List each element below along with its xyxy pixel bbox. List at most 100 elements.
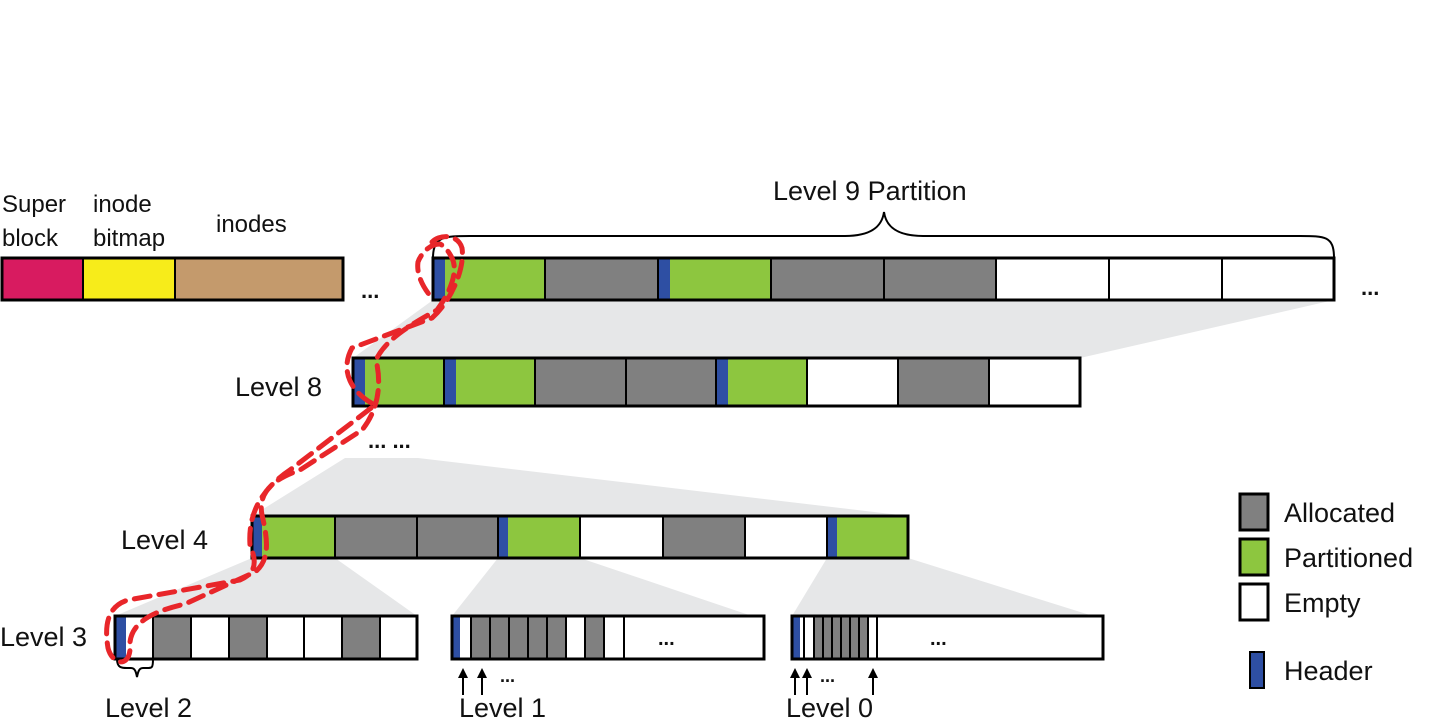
ellipsis-level3c: ... [930,628,947,650]
legend-empty-label: Empty [1284,588,1361,618]
level4-allocated-cell [662,515,746,559]
level8-partition-row [351,356,1082,408]
level3-partition-row-a [113,614,419,661]
level8-header-marker [717,359,728,405]
level3a-allocated-cell [228,615,268,660]
legend: Allocated Partitioned Empty Header [1238,492,1413,689]
level0-label: Level 0 [786,693,873,723]
level3c-allocated-cell [831,615,842,660]
inode-bitmap-label-line2: bitmap [93,225,165,252]
legend-allocated-label: Allocated [1284,498,1395,528]
zoom-funnel-level4-to-3c [792,558,1093,616]
level3a-allocated-cell [152,615,192,660]
ellipsis-level1: ... [500,666,515,686]
legend-allocated-swatch [1238,492,1270,532]
row-outline [431,256,1336,302]
inode-bitmap-block [83,258,175,300]
row-outline [790,614,1105,661]
zoom-funnel-level8-to-4 [252,458,908,516]
ellipsis-level0: ... [820,666,835,686]
level9-allocated-cell [770,257,885,301]
legend-empty-swatch [1238,582,1270,622]
inode-bitmap-label-line1: inode [93,191,152,218]
level3c-allocated-cell [822,615,833,660]
level4-empty-cell [744,515,828,559]
level3b-allocated-cell [584,615,605,660]
level9-allocated-cell [544,257,659,301]
legend-partitioned-swatch [1238,537,1270,577]
level9-empty-cell [995,257,1110,301]
level3a-empty-cell [303,615,343,660]
level0-arrows [790,668,878,695]
level8-empty-cell [988,357,1081,407]
level3b-header-marker [453,617,460,658]
level8-allocated-cell [897,357,990,407]
legend-header-label: Header [1284,656,1373,686]
level3a-empty-cell [190,615,230,660]
level3b-allocated-cell [508,615,529,660]
level2-brace [116,658,154,678]
ellipsis-after-level9: ... [1361,275,1379,300]
level3b-empty-cell [603,615,625,660]
row-outline [113,614,419,661]
zoom-funnel-level9-to-8 [353,300,1334,358]
level9-partitioned-cell [657,257,772,301]
level3c-empty-cell [876,615,1104,660]
level4-label: Level 4 [121,525,208,555]
level8-header-marker [354,359,365,405]
level4-header-marker [499,517,508,557]
level2-label: Level 2 [105,693,192,723]
metadata-region [0,256,345,302]
level8-header-marker [445,359,456,405]
level9-empty-cell [1108,257,1223,301]
level3c-empty-cell [867,615,878,660]
ellipsis-after-inodes: ... [361,278,379,303]
level3b-empty-cell [565,615,586,660]
level4-header-marker [828,517,837,557]
level3-partition-row-b [450,614,766,661]
level4-empty-cell [579,515,664,559]
legend-header-swatch [1249,651,1265,689]
metadata-outline [0,256,345,302]
level1-arrows [458,668,487,695]
level3c-allocated-cell [840,615,851,660]
level1-label: Level 1 [459,693,546,723]
level3a-allocated-cell [341,615,381,660]
super-block [2,258,83,300]
level3a-header-marker [116,617,126,658]
level8-allocated-cell [534,357,627,407]
row-outline [450,614,766,661]
zoom-funnel-level4-to-3a [115,558,417,616]
level8-label: Level 8 [235,372,322,402]
level3a-empty-cell [379,615,418,660]
level3b-allocated-cell [489,615,510,660]
level9-title: Level 9 Partition [773,176,967,206]
level8-empty-cell [806,357,899,407]
level8-allocated-cell [625,357,717,407]
level3c-allocated-cell [858,615,869,660]
level3b-allocated-cell [470,615,491,660]
level8-partitioned-cell [443,357,536,407]
level4-partitioned-cell [497,515,581,559]
level9-header-marker [659,259,670,299]
level3b-allocated-cell [546,615,567,660]
level9-allocated-cell [883,257,997,301]
ellipsis-level3b: ... [658,628,675,650]
level4-allocated-cell [416,515,499,559]
level4-partitioned-cell [826,515,909,559]
inodes-label: inodes [216,211,287,238]
level3b-empty-cell [623,615,765,660]
level9-brace [432,211,1335,259]
zoom-funnel-level4-to-3b [452,558,752,616]
super-block-label-line2: block [2,225,59,252]
level9-empty-cell [1221,257,1335,301]
level3c-allocated-cell [849,615,860,660]
level3b-allocated-cell [527,615,548,660]
level3-partition-row-c [790,614,1105,661]
level3a-empty-cell [266,615,305,660]
level3-label: Level 3 [0,622,87,652]
level9-header-marker [434,259,445,299]
inodes-block [175,258,343,300]
dots-between-levels: ... ... [368,428,411,453]
